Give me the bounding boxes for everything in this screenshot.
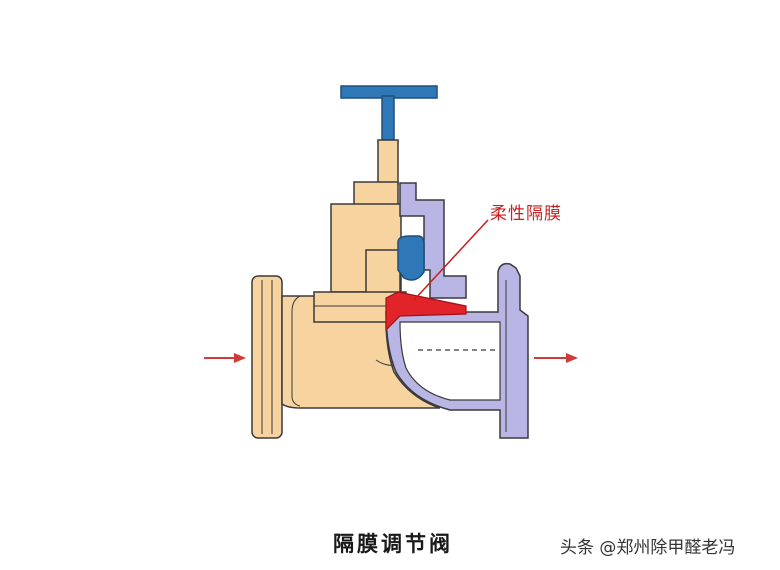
bonnet — [330, 181, 402, 295]
outlet-flow-arrow — [534, 353, 578, 363]
diaphragm-callout-label: 柔性隔膜 — [490, 204, 562, 224]
handwheel — [340, 85, 438, 141]
diaphragm-chamber-liner — [399, 182, 467, 299]
valve-stem — [377, 139, 399, 185]
diagram-title: 隔膜调节阀 — [333, 531, 453, 556]
inlet-flange — [251, 275, 283, 439]
flexible-diaphragm — [385, 291, 467, 332]
compressor — [397, 235, 425, 281]
watermark: 头条 @郑州除甲醛老冯 — [560, 538, 736, 558]
outlet-liner — [385, 262, 529, 439]
callout-leader-line — [413, 219, 489, 301]
inlet-flow-arrow — [204, 353, 246, 363]
